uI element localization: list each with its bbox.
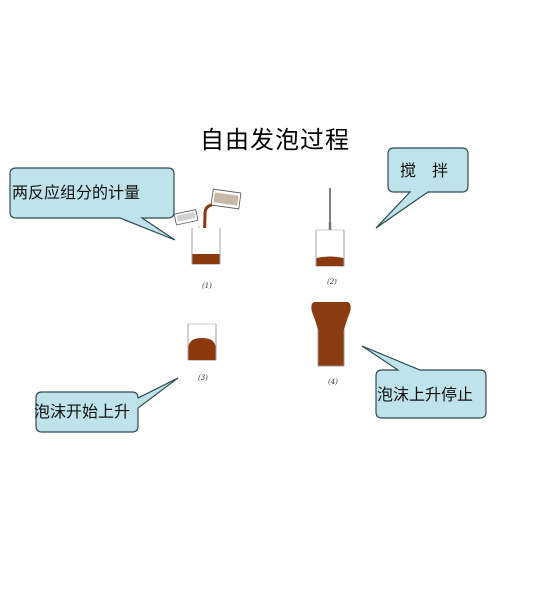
- step2-stirring: (2): [315, 188, 345, 286]
- diagram-title: 自由发泡过程: [200, 126, 350, 154]
- component-a-container: [173, 209, 199, 226]
- step2-label: (2): [327, 278, 337, 286]
- callout-foam-stop-text: 泡沫上升停止: [377, 385, 473, 404]
- pour-stream: [202, 203, 213, 253]
- callout-foam-stop: 泡沫上升停止: [361, 345, 487, 419]
- callout-foam-start: 泡沫开始上升: [34, 377, 179, 433]
- step3-label: (3): [198, 374, 208, 382]
- step2-liquid: [316, 256, 344, 266]
- step1-metering: (1): [173, 188, 242, 290]
- callout-foam-start-text: 泡沫开始上升: [34, 402, 130, 421]
- step1-liquid: [192, 254, 220, 264]
- callout-stirring: 搅 拌: [375, 147, 469, 229]
- callout-metering: 两反应组分的计量: [9, 167, 176, 241]
- component-b-container: [210, 188, 242, 210]
- callout-stirring-text: 搅 拌: [400, 161, 448, 180]
- step4-cup: [317, 330, 345, 367]
- step3-foam: [188, 338, 216, 360]
- step4-foam: [311, 302, 351, 366]
- step4-foam-stopped: (4): [311, 302, 351, 386]
- step3-foam-rising: (3): [187, 323, 217, 382]
- callout-metering-text: 两反应组分的计量: [12, 183, 140, 202]
- step1-label: (1): [202, 282, 212, 290]
- step4-label: (4): [328, 378, 338, 386]
